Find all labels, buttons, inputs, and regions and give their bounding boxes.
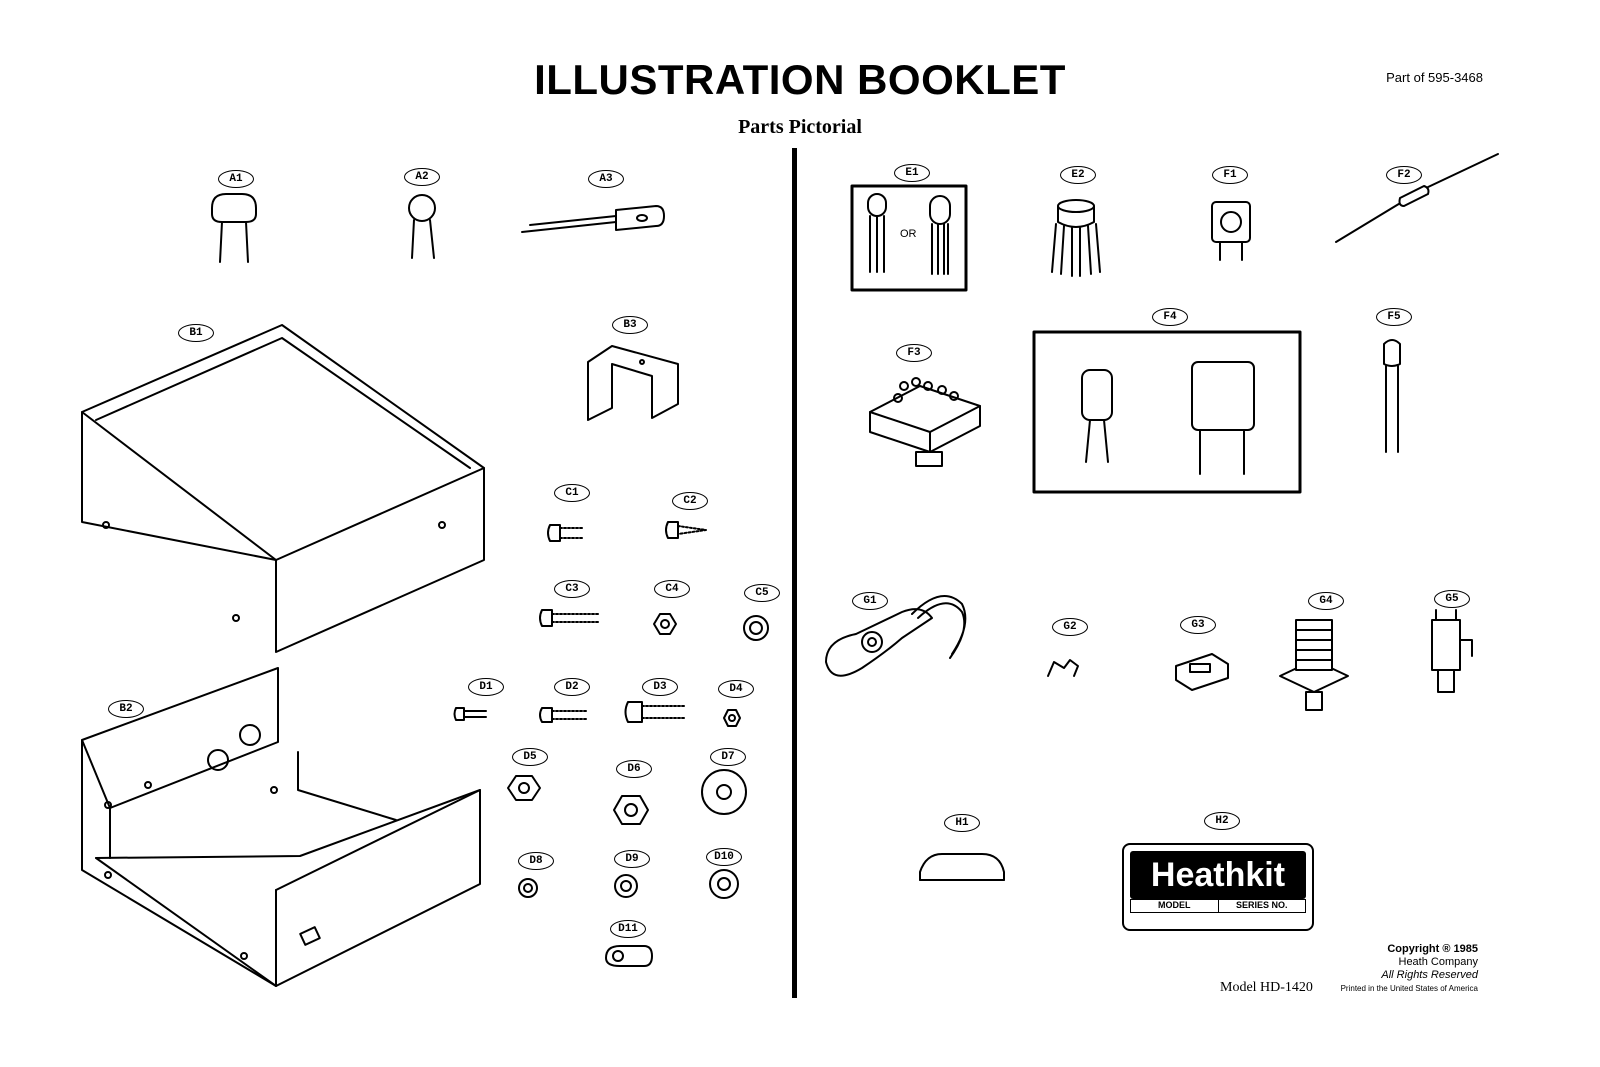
part-f5-led (1383, 339, 1401, 453)
part-e1-transistors (850, 184, 968, 292)
tag-g4: G4 (1308, 592, 1344, 610)
model-field-label: MODEL (1158, 900, 1191, 910)
part-f1-trimmer (1211, 201, 1251, 261)
copyright-block: Copyright ® 1985 Heath Company All Right… (1341, 943, 1478, 995)
copyright-line: Copyright ® 1985 (1387, 943, 1478, 955)
tag-e2: E2 (1060, 166, 1096, 184)
tag-a1: A1 (218, 170, 254, 188)
part-a2-capacitor (408, 194, 436, 259)
part-g5-jack (1431, 609, 1473, 693)
center-divider (792, 148, 797, 998)
nameplate-fields: MODEL SERIES NO. (1130, 899, 1306, 913)
part-b1-cabinet-cover (81, 324, 485, 653)
part-e2-ic (1051, 199, 1101, 277)
tag-d6: D6 (616, 760, 652, 778)
part-a1-capacitor (211, 193, 257, 263)
tag-b1: B1 (178, 324, 214, 342)
tag-f1: F1 (1212, 166, 1248, 184)
tag-c1: C1 (554, 484, 590, 502)
page-subtitle: Parts Pictorial (738, 116, 862, 138)
tag-g1: G1 (852, 592, 888, 610)
part-g1-connector (825, 595, 967, 677)
part-b3-bracket (587, 345, 679, 421)
tag-d10: D10 (706, 848, 742, 866)
tag-e1: E1 (894, 164, 930, 182)
series-field-label: SERIES NO. (1217, 900, 1306, 912)
part-a3-electrolytic (521, 205, 665, 233)
tag-d2: D2 (554, 678, 590, 696)
printed-line: Printed in the United States of America (1340, 984, 1478, 993)
booklet-title: ILLUSTRATION BOOKLET (534, 56, 1066, 103)
part-f2-resistor (1335, 153, 1499, 243)
tag-g2: G2 (1052, 618, 1088, 636)
part-f3-socket (869, 377, 981, 467)
tag-d8: D8 (518, 852, 554, 870)
part-g4-coax-socket (1279, 619, 1349, 711)
tag-c3: C3 (554, 580, 590, 598)
tag-g5: G5 (1434, 590, 1470, 608)
model-number: Model HD-1420 (1220, 980, 1313, 995)
part-h2-nameplate: Heathkit MODEL SERIES NO. (1122, 843, 1314, 931)
hardware-nuts-washers (507, 613, 769, 967)
hardware-screws (453, 521, 707, 723)
part-b2-chassis (81, 667, 481, 987)
tag-a2: A2 (404, 168, 440, 186)
tag-f5: F5 (1376, 308, 1412, 326)
part-g2-pin (1047, 659, 1079, 677)
tag-d11: D11 (610, 920, 646, 938)
company-name: Heath Company (1398, 956, 1479, 968)
tag-c4: C4 (654, 580, 690, 598)
tag-d7: D7 (710, 748, 746, 766)
tag-d1: D1 (468, 678, 504, 696)
heathkit-brand: Heathkit (1130, 851, 1306, 899)
part-number: Part of 595-3468 (1386, 70, 1483, 85)
tag-a3: A3 (588, 170, 624, 188)
tag-h2: H2 (1204, 812, 1240, 830)
rights-line: All Rights Reserved (1381, 969, 1478, 981)
tag-h1: H1 (944, 814, 980, 832)
tag-g3: G3 (1180, 616, 1216, 634)
tag-d5: D5 (512, 748, 548, 766)
part-g3-housing (1175, 653, 1229, 691)
e1-or-label: OR (900, 228, 917, 240)
tag-c5: C5 (744, 584, 780, 602)
tag-c2: C2 (672, 492, 708, 510)
part-h1-rubber-foot (919, 853, 1005, 881)
tag-b2: B2 (108, 700, 144, 718)
tag-b3: B3 (612, 316, 648, 334)
tag-d9: D9 (614, 850, 650, 868)
tag-d4: D4 (718, 680, 754, 698)
tag-d3: D3 (642, 678, 678, 696)
tag-f4: F4 (1152, 308, 1188, 326)
part-f4-crystals (1032, 330, 1302, 494)
tag-f2: F2 (1386, 166, 1422, 184)
tag-f3: F3 (896, 344, 932, 362)
